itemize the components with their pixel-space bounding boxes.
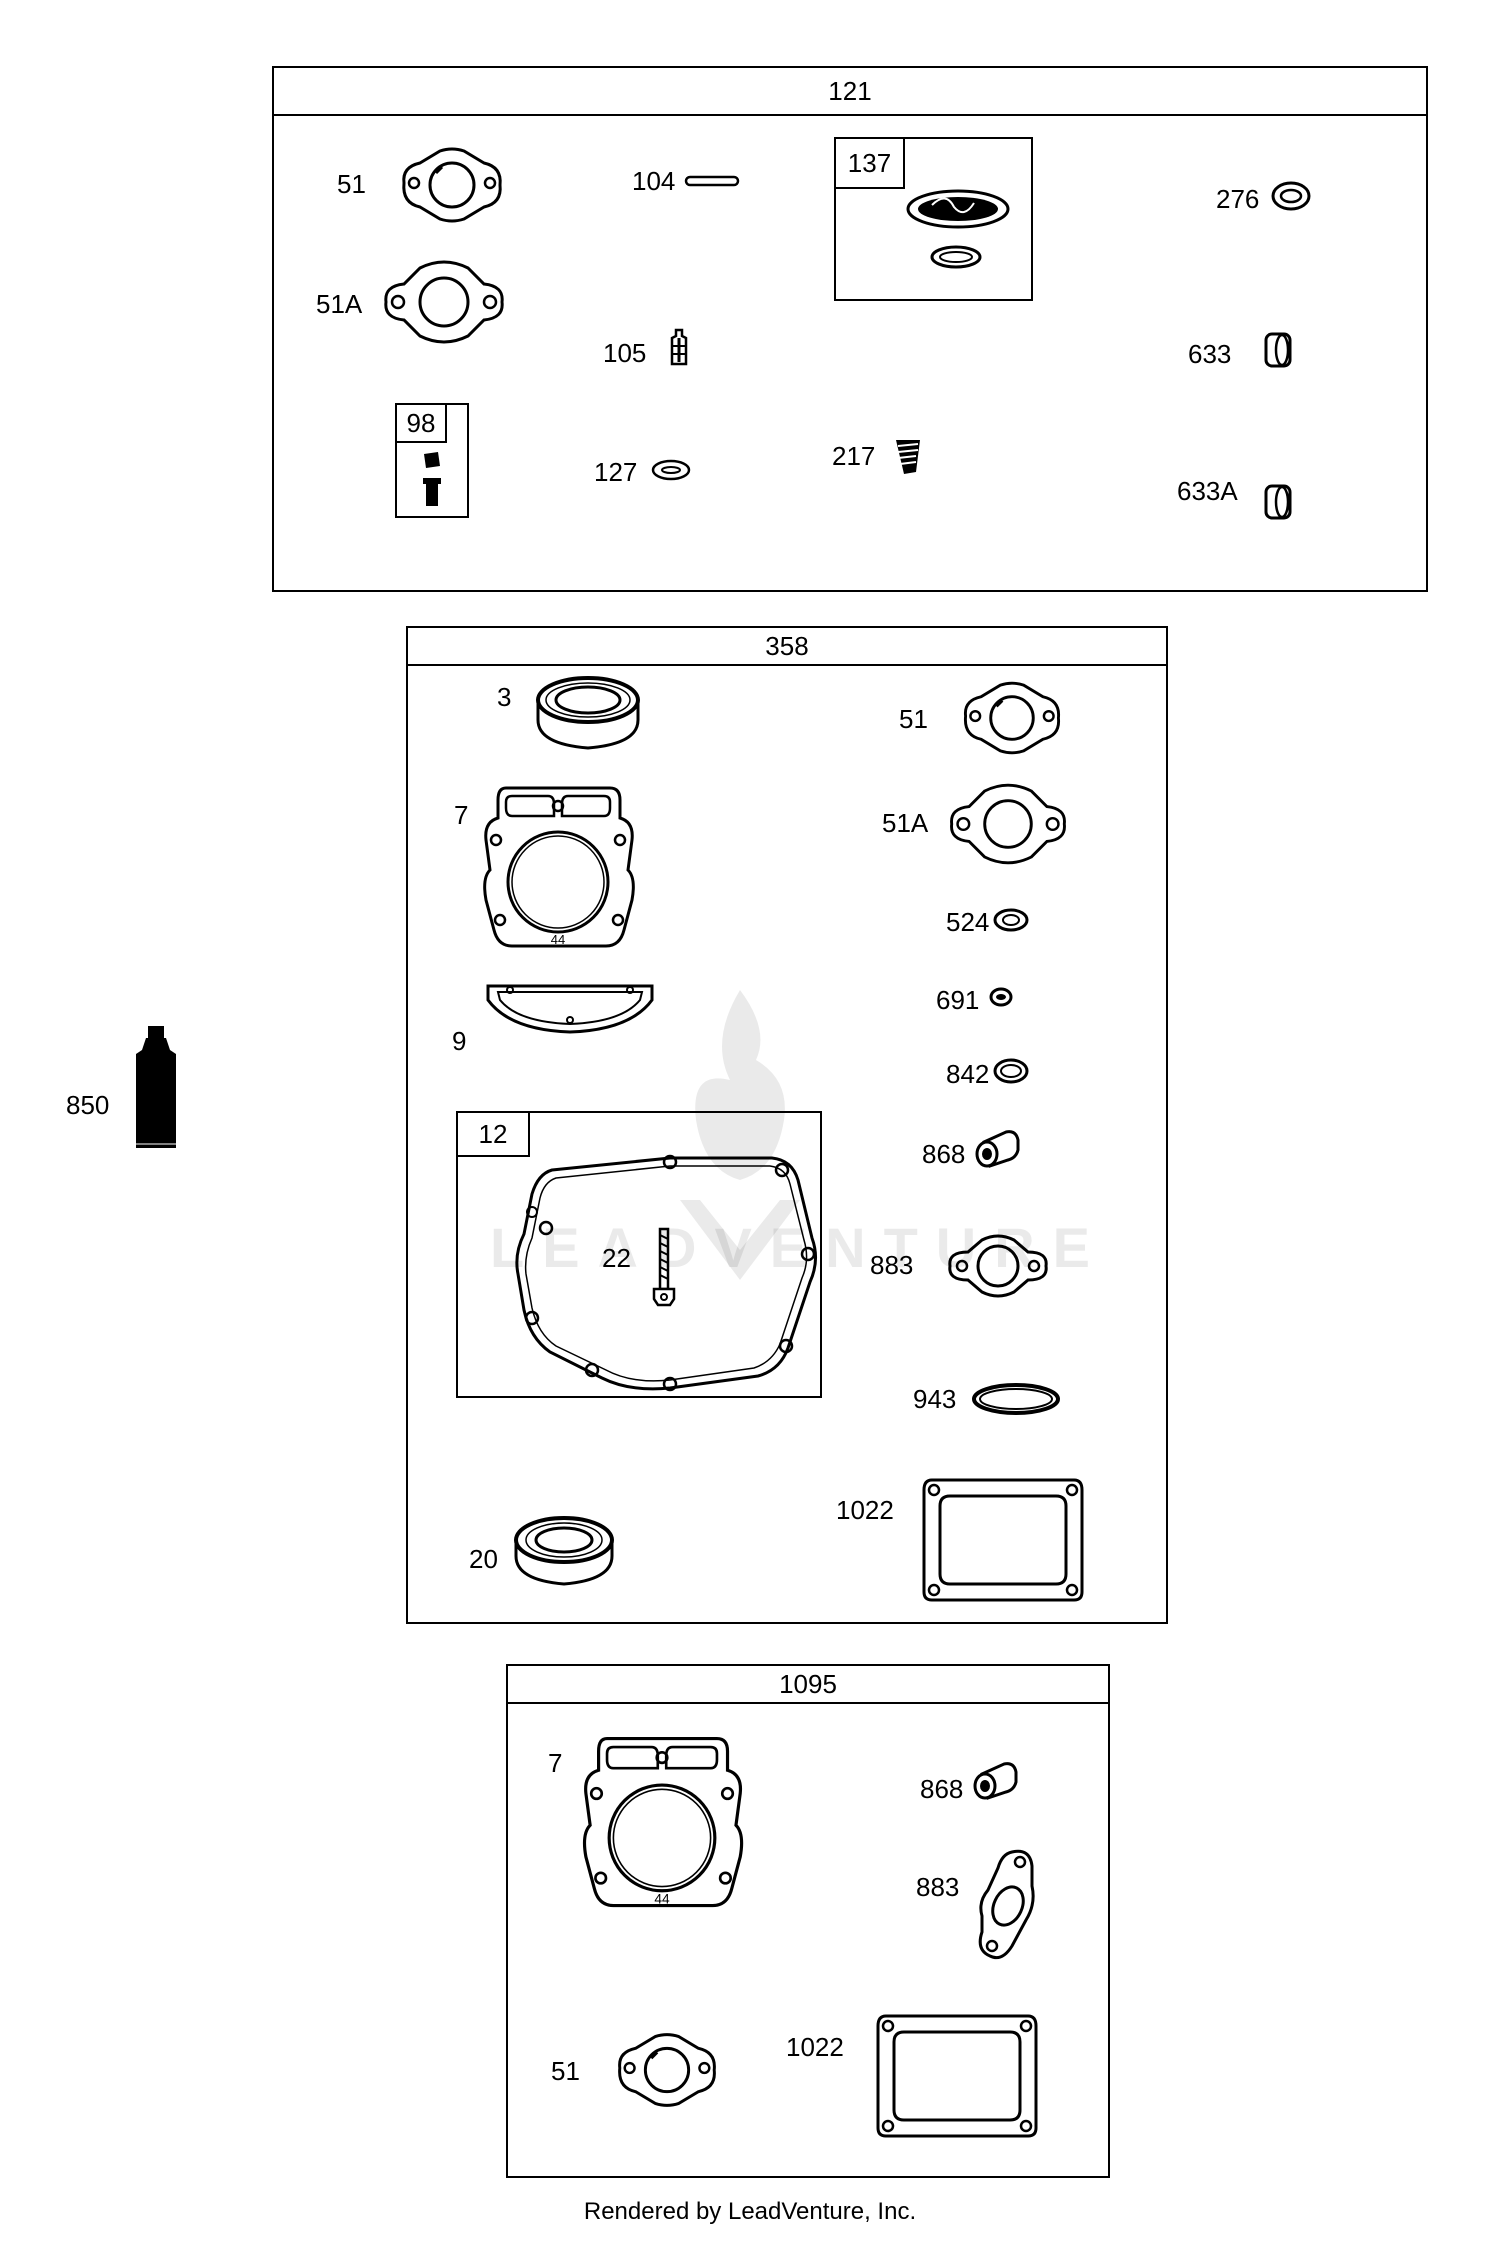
kit-1095: 1095 xyxy=(506,1664,1110,2178)
needle-105-icon xyxy=(670,328,688,366)
callout-276[interactable]: 276 xyxy=(1216,184,1260,214)
washer-524-icon xyxy=(993,908,1029,932)
kit-title: 358 xyxy=(408,628,1166,666)
gasket-883-icon xyxy=(948,1234,1048,1298)
callout-105[interactable]: 105 xyxy=(603,338,647,368)
rocker-cover-gasket-1022-icon xyxy=(876,2014,1038,2138)
callout-51a[interactable]: 51A xyxy=(882,808,929,838)
callout-868[interactable]: 868 xyxy=(920,1774,964,1804)
callout-842[interactable]: 842 xyxy=(946,1059,990,1089)
kit-358: 358 xyxy=(406,626,1168,1624)
carb-gasket-51-icon xyxy=(963,681,1061,755)
sealant-tube-850-icon xyxy=(136,1026,176,1148)
carb-gasket-51-icon xyxy=(402,147,502,223)
pin-104-icon xyxy=(684,175,740,187)
seal-868-icon xyxy=(975,1130,1020,1168)
callout-20[interactable]: 20 xyxy=(469,1544,498,1574)
callout-633a[interactable]: 633A xyxy=(1177,476,1238,506)
svg-text:44: 44 xyxy=(654,1891,670,1906)
kit-title: 1095 xyxy=(508,1666,1108,1704)
callout-104[interactable]: 104 xyxy=(632,166,676,196)
head-gasket-7-icon: 44 xyxy=(582,1736,744,1908)
subkit-label-137[interactable]: 137 xyxy=(836,139,905,189)
leadventure-watermark-logo xyxy=(680,990,800,1280)
watermark-text: LEADVENTURE xyxy=(490,1216,1109,1279)
seal-691-icon xyxy=(989,987,1013,1007)
oil-seal-3-icon xyxy=(536,676,640,750)
callout-1022[interactable]: 1022 xyxy=(786,2032,844,2062)
callout-850[interactable]: 850 xyxy=(66,1090,110,1120)
callout-22[interactable]: 22 xyxy=(602,1243,631,1273)
screw-98-icon xyxy=(423,452,441,506)
callout-883[interactable]: 883 xyxy=(916,1872,960,1902)
crankcase-gasket-12-icon xyxy=(515,1154,817,1392)
ring-842-icon xyxy=(993,1058,1029,1084)
gasket-set-137-icon xyxy=(906,189,1010,269)
gasket-883-icon xyxy=(978,1849,1035,1960)
washer-127-icon xyxy=(651,459,691,481)
bushing-633-icon xyxy=(1264,332,1292,368)
valve-cover-gasket-9-icon xyxy=(486,984,654,1034)
callout-883[interactable]: 883 xyxy=(870,1250,914,1280)
callout-127[interactable]: 127 xyxy=(594,457,638,487)
callout-217[interactable]: 217 xyxy=(832,441,876,471)
bushing-633a-icon xyxy=(1264,484,1292,520)
washer-276-icon xyxy=(1271,181,1311,211)
head-gasket-7-icon: 44 xyxy=(483,786,635,948)
carb-gasket-51a-icon xyxy=(950,783,1066,865)
callout-868[interactable]: 868 xyxy=(922,1139,966,1169)
callout-51[interactable]: 51 xyxy=(337,169,366,199)
bolt-22-icon xyxy=(652,1227,676,1307)
oil-seal-20-icon xyxy=(514,1516,614,1586)
carb-gasket-51a-icon xyxy=(384,260,504,344)
callout-9[interactable]: 9 xyxy=(452,1026,467,1056)
callout-633[interactable]: 633 xyxy=(1188,339,1232,369)
callout-7[interactable]: 7 xyxy=(454,800,469,830)
kit-title: 121 xyxy=(274,68,1426,116)
callout-943[interactable]: 943 xyxy=(913,1384,957,1414)
rocker-cover-gasket-1022-icon xyxy=(922,1478,1084,1602)
subkit-label-98[interactable]: 98 xyxy=(397,405,447,443)
callout-1022[interactable]: 1022 xyxy=(836,1495,894,1525)
subkit-12: 12 xyxy=(456,1111,822,1398)
subkit-137: 137 xyxy=(834,137,1033,301)
callout-51a[interactable]: 51A xyxy=(316,289,363,319)
subkit-98: 98 xyxy=(395,403,469,518)
ring-943-icon xyxy=(972,1383,1060,1415)
callout-691[interactable]: 691 xyxy=(936,985,980,1015)
svg-text:44: 44 xyxy=(551,932,565,947)
spring-217-icon xyxy=(896,440,920,474)
callout-7[interactable]: 7 xyxy=(548,1748,563,1778)
carb-gasket-51-icon xyxy=(618,2033,716,2107)
callout-51[interactable]: 51 xyxy=(551,2056,580,2086)
callout-3[interactable]: 3 xyxy=(497,682,512,712)
subkit-label-12[interactable]: 12 xyxy=(458,1113,530,1157)
kit-121: 121 xyxy=(272,66,1428,592)
callout-524[interactable]: 524 xyxy=(946,907,990,937)
callout-51[interactable]: 51 xyxy=(899,704,928,734)
footer-credit: Rendered by LeadVenture, Inc. xyxy=(583,2198,917,2225)
seal-868-icon xyxy=(973,1762,1018,1800)
